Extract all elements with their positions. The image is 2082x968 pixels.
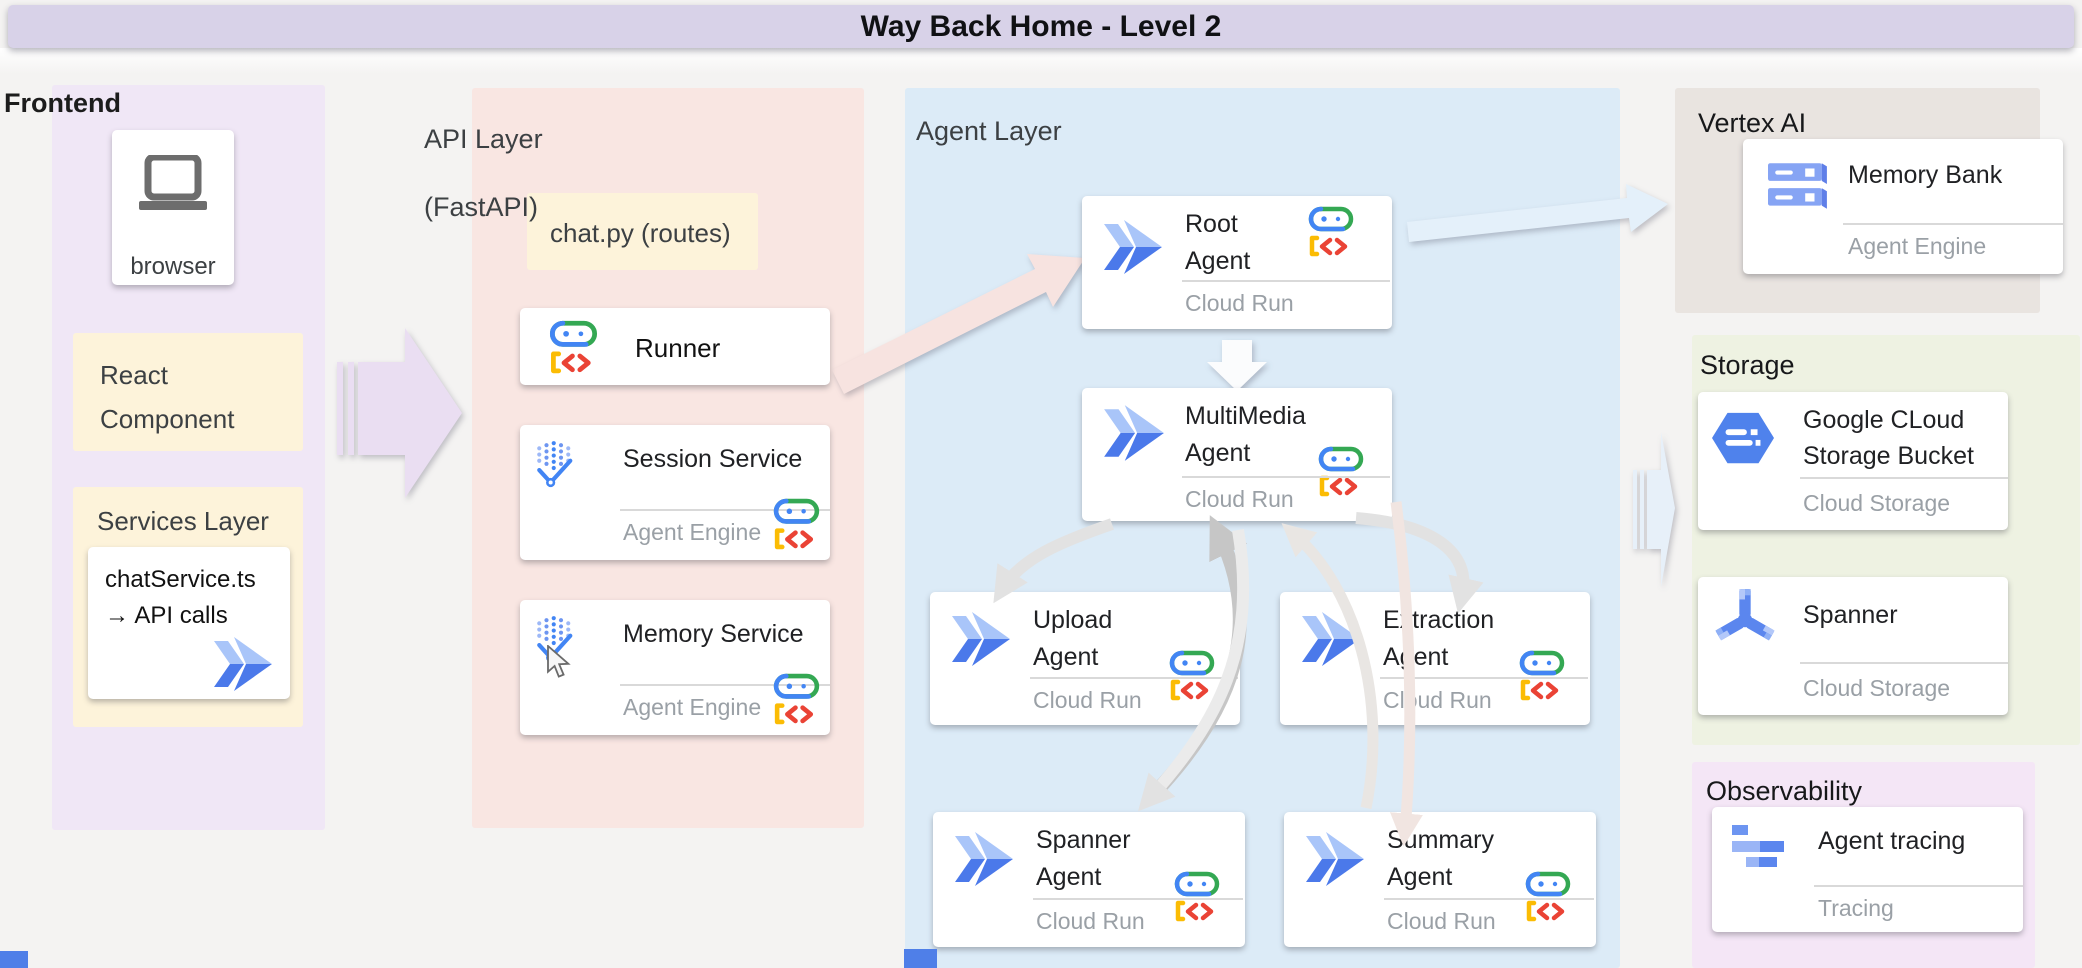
agent-card-summary[interactable]: Summary Agent Cloud Run: [1284, 812, 1596, 947]
card-divider: [1800, 477, 2008, 479]
card-subtitle: Agent Engine: [1848, 233, 1987, 259]
card-subtitle: Agent Engine: [623, 694, 762, 720]
session-service-card[interactable]: Session Service Agent Engine: [520, 425, 830, 560]
runner-label: Runner: [635, 333, 721, 363]
frontend-to-api-arrow: [337, 328, 462, 498]
react-component-label: React Component: [100, 360, 235, 434]
card-subtitle: Cloud Run: [1033, 687, 1142, 713]
vertex-ai-heading: Vertex AI: [1698, 108, 1807, 138]
card-subtitle: Cloud Run: [1036, 908, 1145, 934]
chat-py-card[interactable]: chat.py (routes): [527, 193, 758, 270]
adk-robot-icon: [1171, 868, 1223, 924]
gcs-bucket-card[interactable]: Google CLoud Storage Bucket Cloud Storag…: [1698, 392, 2008, 530]
chat-py-label: chat.py (routes): [550, 218, 731, 248]
browser-card[interactable]: browser: [112, 130, 234, 285]
api-heading-line1: API Layer: [424, 124, 543, 154]
memory-service-card[interactable]: Memory Service Agent Engine: [520, 600, 830, 735]
card-divider: [1843, 223, 2063, 225]
react-component-card[interactable]: React Component: [73, 333, 303, 451]
card-divider: [1033, 898, 1243, 900]
card-title: Spanner Agent: [1036, 826, 1131, 891]
agent-chevron-icon: [210, 631, 274, 697]
card-subtitle: Cloud Run: [1383, 687, 1492, 713]
card-title: Session Service: [623, 445, 803, 473]
card-divider: [1030, 677, 1238, 679]
chat-service-card[interactable]: chatService.ts → API calls: [88, 547, 290, 699]
banner-shadow-fade: [0, 48, 2082, 74]
agent-chevron-icon: [1100, 214, 1164, 280]
spanner-icon: [1712, 585, 1778, 651]
card-title: Root Agent: [1185, 210, 1251, 275]
clipped-blue-shape: [0, 951, 28, 968]
adk-robot-icon: [1305, 203, 1357, 259]
card-divider: [1800, 662, 2008, 664]
card-title: Extraction Agent: [1383, 606, 1495, 671]
observability-heading: Observability: [1706, 776, 1863, 806]
card-divider: [1384, 898, 1594, 900]
card-title: Memory Service: [623, 620, 804, 648]
agent-card-spanner[interactable]: Spanner Agent Cloud Run: [933, 812, 1245, 947]
adk-robot-icon: [546, 319, 601, 374]
agent-card-upload[interactable]: Upload Agent Cloud Run: [930, 592, 1240, 725]
laptop-browser-icon: [137, 155, 209, 213]
title-banner[interactable]: Way Back Home - Level 2: [8, 5, 2074, 48]
card-divider: [1182, 476, 1390, 478]
agent-card-root[interactable]: Root Agent Cloud Run: [1082, 196, 1392, 329]
card-subtitle: Cloud Run: [1185, 486, 1294, 512]
spanner-card[interactable]: Spanner Cloud Storage: [1698, 577, 2008, 715]
card-title: Google CLoud Storage Bucket: [1803, 406, 1974, 470]
cloud-storage-hexagon-icon: [1712, 410, 1774, 466]
browser-label: browser: [130, 253, 216, 280]
adk-robot-icon: [1522, 868, 1574, 924]
card-title: Memory Bank: [1848, 161, 2003, 189]
card-divider: [620, 509, 830, 511]
agent-card-multimedia[interactable]: MultiMedia Agent Cloud Run: [1082, 388, 1392, 521]
card-subtitle: Cloud Run: [1185, 290, 1294, 316]
card-title: Upload Agent: [1033, 606, 1113, 671]
chat-service-line1: chatService.ts: [105, 566, 256, 593]
card-title: Summary Agent: [1387, 826, 1494, 891]
card-subtitle: Tracing: [1818, 895, 1894, 921]
agent-chevron-icon: [1302, 826, 1366, 892]
vertex-dots-icon: [532, 439, 590, 497]
frontend-heading: Frontend: [4, 88, 121, 118]
agent-chevron-icon: [1298, 606, 1362, 672]
services-layer-card[interactable]: Services Layer chatService.ts → API call…: [73, 487, 303, 727]
api-heading-line2: (FastAPI): [424, 192, 539, 222]
api-layer-heading: API Layer (FastAPI): [424, 88, 543, 224]
storage-heading: Storage: [1700, 350, 1795, 380]
card-title: Spanner: [1803, 601, 1898, 629]
card-subtitle: Agent Engine: [623, 519, 762, 545]
page-title: Way Back Home - Level 2: [860, 9, 1222, 43]
services-layer-label: Services Layer: [97, 506, 269, 536]
agent-tracing-card[interactable]: Agent tracing Tracing: [1712, 807, 2023, 932]
tracing-bars-icon: [1730, 823, 1788, 875]
chat-service-line2: → API calls: [105, 602, 228, 629]
agent-chevron-icon: [1100, 398, 1166, 468]
adk-robot-icon: [1166, 647, 1218, 703]
card-subtitle: Cloud Run: [1387, 908, 1496, 934]
card-divider: [1814, 885, 2023, 887]
agent-chevron-icon: [951, 826, 1015, 892]
adk-robot-icon: [770, 670, 823, 727]
card-divider: [1380, 677, 1588, 679]
memory-bank-rack-icon: [1768, 161, 1830, 209]
card-divider: [1182, 280, 1390, 282]
card-title: Agent tracing: [1818, 827, 1966, 855]
agent-chevron-icon: [948, 606, 1012, 672]
clipped-blue-shape: [904, 949, 937, 968]
adk-robot-icon: [770, 495, 823, 552]
card-title: MultiMedia Agent: [1185, 402, 1306, 467]
card-subtitle: Cloud Storage: [1803, 490, 1951, 516]
card-subtitle: Cloud Storage: [1803, 675, 1951, 701]
mouse-cursor: [547, 645, 571, 678]
agent-to-storage-arrow: [1633, 432, 1675, 587]
runner-card[interactable]: Runner: [520, 308, 830, 385]
agent-card-extraction[interactable]: Extraction Agent Cloud Run: [1280, 592, 1590, 725]
adk-robot-icon: [1516, 647, 1568, 703]
agent-layer-heading: Agent Layer: [916, 116, 1062, 146]
adk-robot-icon: [1315, 443, 1367, 499]
card-divider: [620, 684, 830, 686]
memory-bank-card[interactable]: Memory Bank Agent Engine: [1743, 139, 2063, 274]
